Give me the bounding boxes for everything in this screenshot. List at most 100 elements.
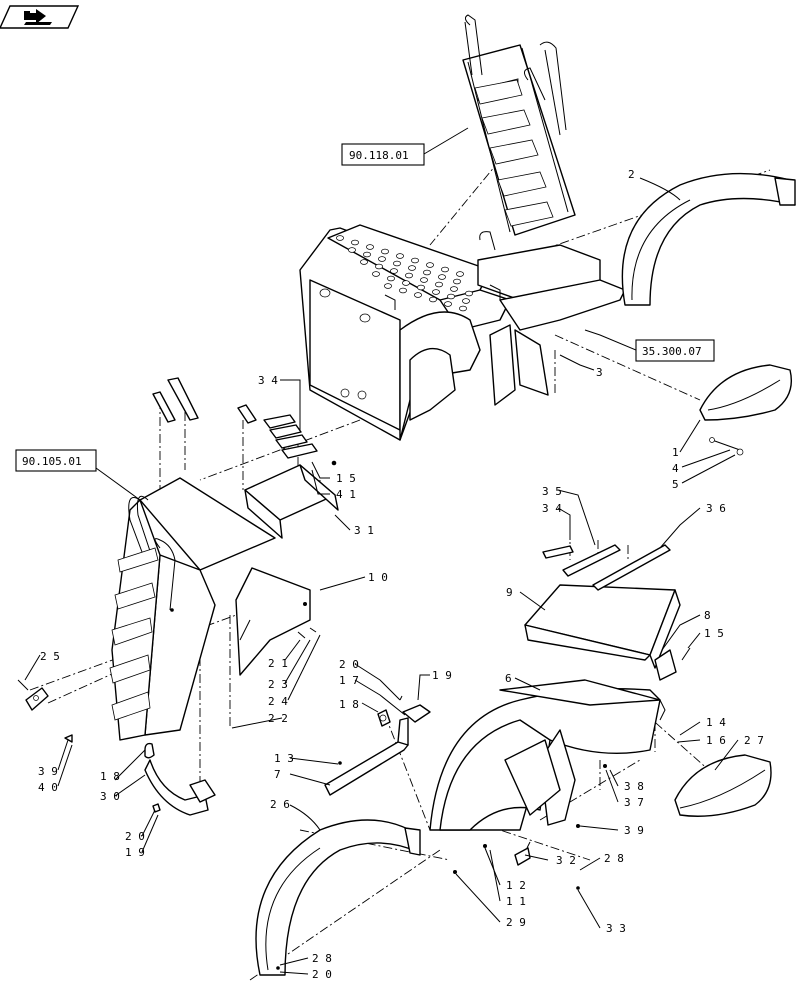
callout-6: 6 xyxy=(505,672,512,685)
callout-28: 2 8 xyxy=(312,952,332,965)
callout-15: 1 5 xyxy=(704,627,724,640)
upper-step-ladder xyxy=(462,14,576,236)
callout-36: 3 6 xyxy=(706,502,726,515)
callout-11: 1 1 xyxy=(506,895,526,908)
callout-7: 7 xyxy=(274,768,281,781)
fender-part-2 xyxy=(621,172,796,306)
callout-19: 1 9 xyxy=(432,669,452,682)
callout-12: 1 2 xyxy=(506,879,526,892)
tread-hole xyxy=(393,260,401,267)
tread-hole xyxy=(387,275,395,282)
bracket-part-31 xyxy=(244,460,339,539)
tread-hole xyxy=(351,239,359,246)
tread-hole xyxy=(381,248,389,255)
callout-18: 1 8 xyxy=(100,770,120,783)
tread-plate-holes xyxy=(336,235,473,312)
tread-hole xyxy=(372,271,380,277)
tread-hole xyxy=(402,280,410,286)
callout-38: 3 8 xyxy=(624,780,644,793)
tread-hole xyxy=(366,244,374,250)
tread-hole xyxy=(375,263,383,270)
callout-35: 3 5 xyxy=(542,485,562,498)
lower-step-ladder xyxy=(109,477,276,741)
tread-hole xyxy=(423,269,431,276)
tread-hole xyxy=(438,274,446,280)
callout-17: 1 7 xyxy=(339,674,359,687)
reference-label: 90.105.01 xyxy=(22,455,82,468)
reference-box-90-118-01[interactable]: 90.118.01 xyxy=(341,143,425,166)
tread-hole xyxy=(453,278,461,285)
reference-label: 90.118.01 xyxy=(349,149,409,162)
tread-hole xyxy=(417,284,425,291)
end-cap-part-27 xyxy=(674,754,772,817)
end-cap-part-1 xyxy=(699,364,793,456)
small-hardware-left xyxy=(17,679,216,816)
plate-part-9 xyxy=(524,544,691,681)
callout-23: 2 3 xyxy=(268,678,288,691)
tread-hole xyxy=(408,265,416,271)
callout-9: 9 xyxy=(506,586,513,599)
tread-hole xyxy=(444,301,452,307)
reference-leaders xyxy=(95,127,637,501)
tread-hole xyxy=(411,257,419,264)
tread-hole xyxy=(384,283,392,289)
small-hardware-right xyxy=(276,764,607,970)
callout-40: 4 0 xyxy=(38,781,58,794)
callout-2: 2 xyxy=(628,168,635,181)
fender-part-6 xyxy=(429,679,666,831)
tread-hole xyxy=(426,262,434,268)
callout-20: 2 0 xyxy=(312,968,332,981)
callout-39: 3 9 xyxy=(38,765,58,778)
callout-41: 4 1 xyxy=(336,488,356,501)
callout-25: 2 5 xyxy=(40,650,60,663)
reference-box-90-105-01[interactable]: 90.105.01 xyxy=(15,449,97,472)
tread-hole xyxy=(420,277,428,283)
callout-5: 5 xyxy=(672,478,679,491)
callout-13: 1 3 xyxy=(274,752,294,765)
callout-29: 2 9 xyxy=(506,916,526,929)
callout-33: 3 3 xyxy=(606,922,626,935)
callout-19: 1 9 xyxy=(125,846,145,859)
callout-34: 3 4 xyxy=(542,502,562,515)
callout-28: 2 8 xyxy=(604,852,624,865)
tread-hole xyxy=(396,253,404,259)
callout-24: 2 4 xyxy=(268,695,288,708)
tread-hole xyxy=(378,256,386,262)
tread-hole xyxy=(432,289,440,295)
callout-16: 1 6 xyxy=(706,734,726,747)
reference-label: 35.300.07 xyxy=(642,345,702,358)
tread-hole xyxy=(450,286,458,292)
callout-34: 3 4 xyxy=(258,374,278,387)
tread-hole xyxy=(360,259,368,265)
callout-37: 3 7 xyxy=(624,796,644,809)
tread-hole xyxy=(405,272,413,279)
tread-hole xyxy=(363,251,371,258)
callout-30: 3 0 xyxy=(100,790,120,803)
callout-22: 2 2 xyxy=(268,712,288,725)
tread-hole xyxy=(465,290,473,297)
tread-hole xyxy=(462,298,470,304)
tread-hole xyxy=(399,287,407,294)
callout-3: 3 xyxy=(596,366,603,379)
callout-15: 1 5 xyxy=(336,472,356,485)
callout-14: 1 4 xyxy=(706,716,726,729)
callout-21: 2 1 xyxy=(268,657,288,670)
tread-hole xyxy=(414,292,422,298)
callout-27: 2 7 xyxy=(744,734,764,747)
tread-hole xyxy=(435,281,443,288)
navigation-arrow-icon[interactable] xyxy=(0,5,80,29)
reference-box-35-300-07[interactable]: 35.300.07 xyxy=(635,339,715,362)
plate-part-10 xyxy=(235,567,317,676)
callout-1: 1 xyxy=(672,446,679,459)
tread-hole xyxy=(336,235,344,241)
callout-20: 2 0 xyxy=(125,830,145,843)
step-pads-left xyxy=(152,377,318,459)
tread-hole xyxy=(456,271,464,277)
callout-8: 8 xyxy=(704,609,711,622)
tread-hole xyxy=(390,268,398,274)
callout-4: 4 xyxy=(672,462,679,475)
callout-leaders xyxy=(24,177,739,975)
callout-31: 3 1 xyxy=(354,524,374,537)
tread-hole xyxy=(447,293,455,300)
